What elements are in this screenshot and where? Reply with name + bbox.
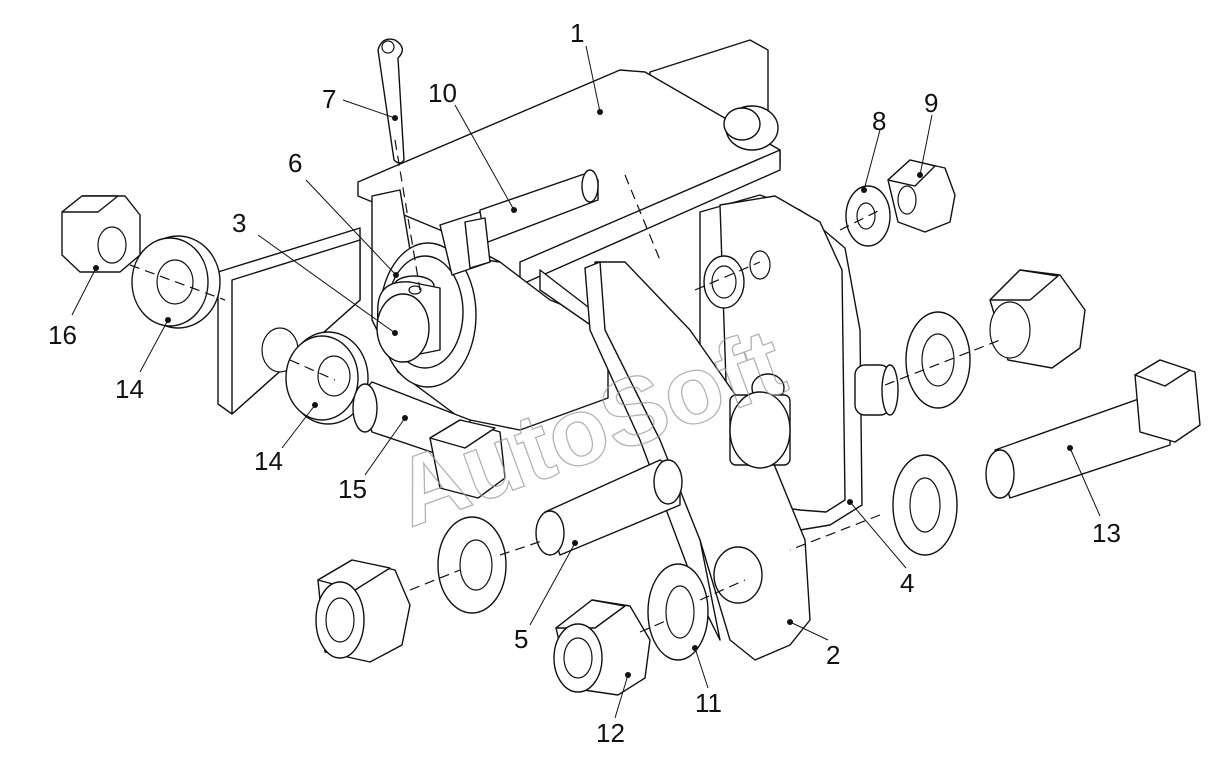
callout-9: 9 <box>924 88 938 118</box>
pin-right-upper <box>854 364 899 416</box>
nut-lower-left <box>315 559 411 663</box>
callout-2: 2 <box>826 640 840 670</box>
callout-1: 1 <box>570 18 584 48</box>
callout-16: 16 <box>48 320 77 350</box>
nut-right-upper <box>989 269 1086 369</box>
washer-14-left <box>131 235 221 329</box>
callout-14-center: 14 <box>254 446 283 476</box>
callout-13: 13 <box>1092 518 1121 548</box>
callout-15: 15 <box>338 474 367 504</box>
callout-8: 8 <box>872 106 886 136</box>
middle-nut-on-lever <box>729 391 791 469</box>
callout-4: 4 <box>900 568 914 598</box>
bolt-15 <box>352 381 506 499</box>
washer-11 <box>647 563 709 661</box>
callout-labels: 1 2 3 4 5 6 7 8 9 10 11 12 13 14 14 15 1… <box>48 18 1121 748</box>
pin-5 <box>535 459 683 556</box>
cotter-pin-7 <box>377 38 405 164</box>
callout-3: 3 <box>232 208 246 238</box>
callout-12: 12 <box>596 718 625 748</box>
rear-top-nut <box>723 105 779 151</box>
nut-9 <box>887 159 956 233</box>
washer-right-upper <box>905 311 971 409</box>
callout-5: 5 <box>514 624 528 654</box>
leader-lines <box>71 45 1101 719</box>
washer-lower-center <box>437 516 507 614</box>
nut-12 <box>553 599 651 696</box>
callout-11: 11 <box>695 688 722 718</box>
washer-14-center <box>285 331 369 425</box>
callout-7: 7 <box>322 84 336 114</box>
bolt-10 <box>439 169 599 276</box>
washer-right-lower <box>892 454 958 556</box>
center-lines <box>129 139 1001 633</box>
nut-16 <box>61 195 141 273</box>
bolt-13 <box>985 359 1201 499</box>
lever-plate-2 <box>584 261 811 661</box>
washer-8 <box>845 185 891 247</box>
pin-boss <box>376 242 477 388</box>
callout-10: 10 <box>428 78 457 108</box>
callout-6: 6 <box>288 148 302 178</box>
callout-14-left: 14 <box>115 374 144 404</box>
